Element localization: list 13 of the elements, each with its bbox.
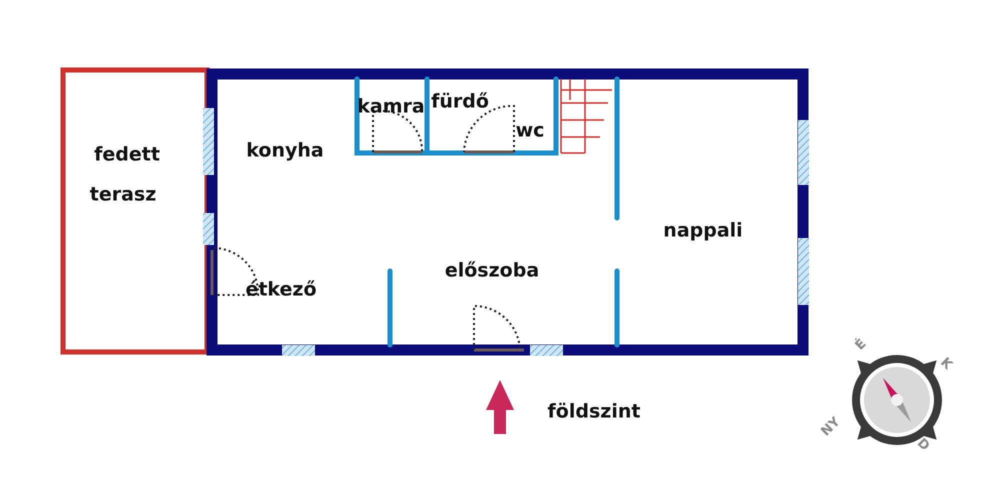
room-label: terasz bbox=[90, 186, 156, 204]
room-label: fedett bbox=[94, 146, 160, 164]
compass-direction-label: NY bbox=[819, 415, 843, 439]
compass-direction-label: K bbox=[938, 356, 954, 372]
compass-direction-label: D bbox=[914, 436, 932, 454]
room-label: előszoba bbox=[444, 262, 540, 280]
room-label: wc bbox=[516, 122, 544, 140]
room-label: étkező bbox=[245, 280, 317, 300]
room-label: fürdő bbox=[431, 92, 489, 112]
room-label: konyha bbox=[246, 142, 324, 160]
compass-direction-label: É bbox=[853, 337, 869, 353]
floor-label: földszint bbox=[548, 402, 640, 422]
room-label: nappali bbox=[663, 222, 743, 240]
